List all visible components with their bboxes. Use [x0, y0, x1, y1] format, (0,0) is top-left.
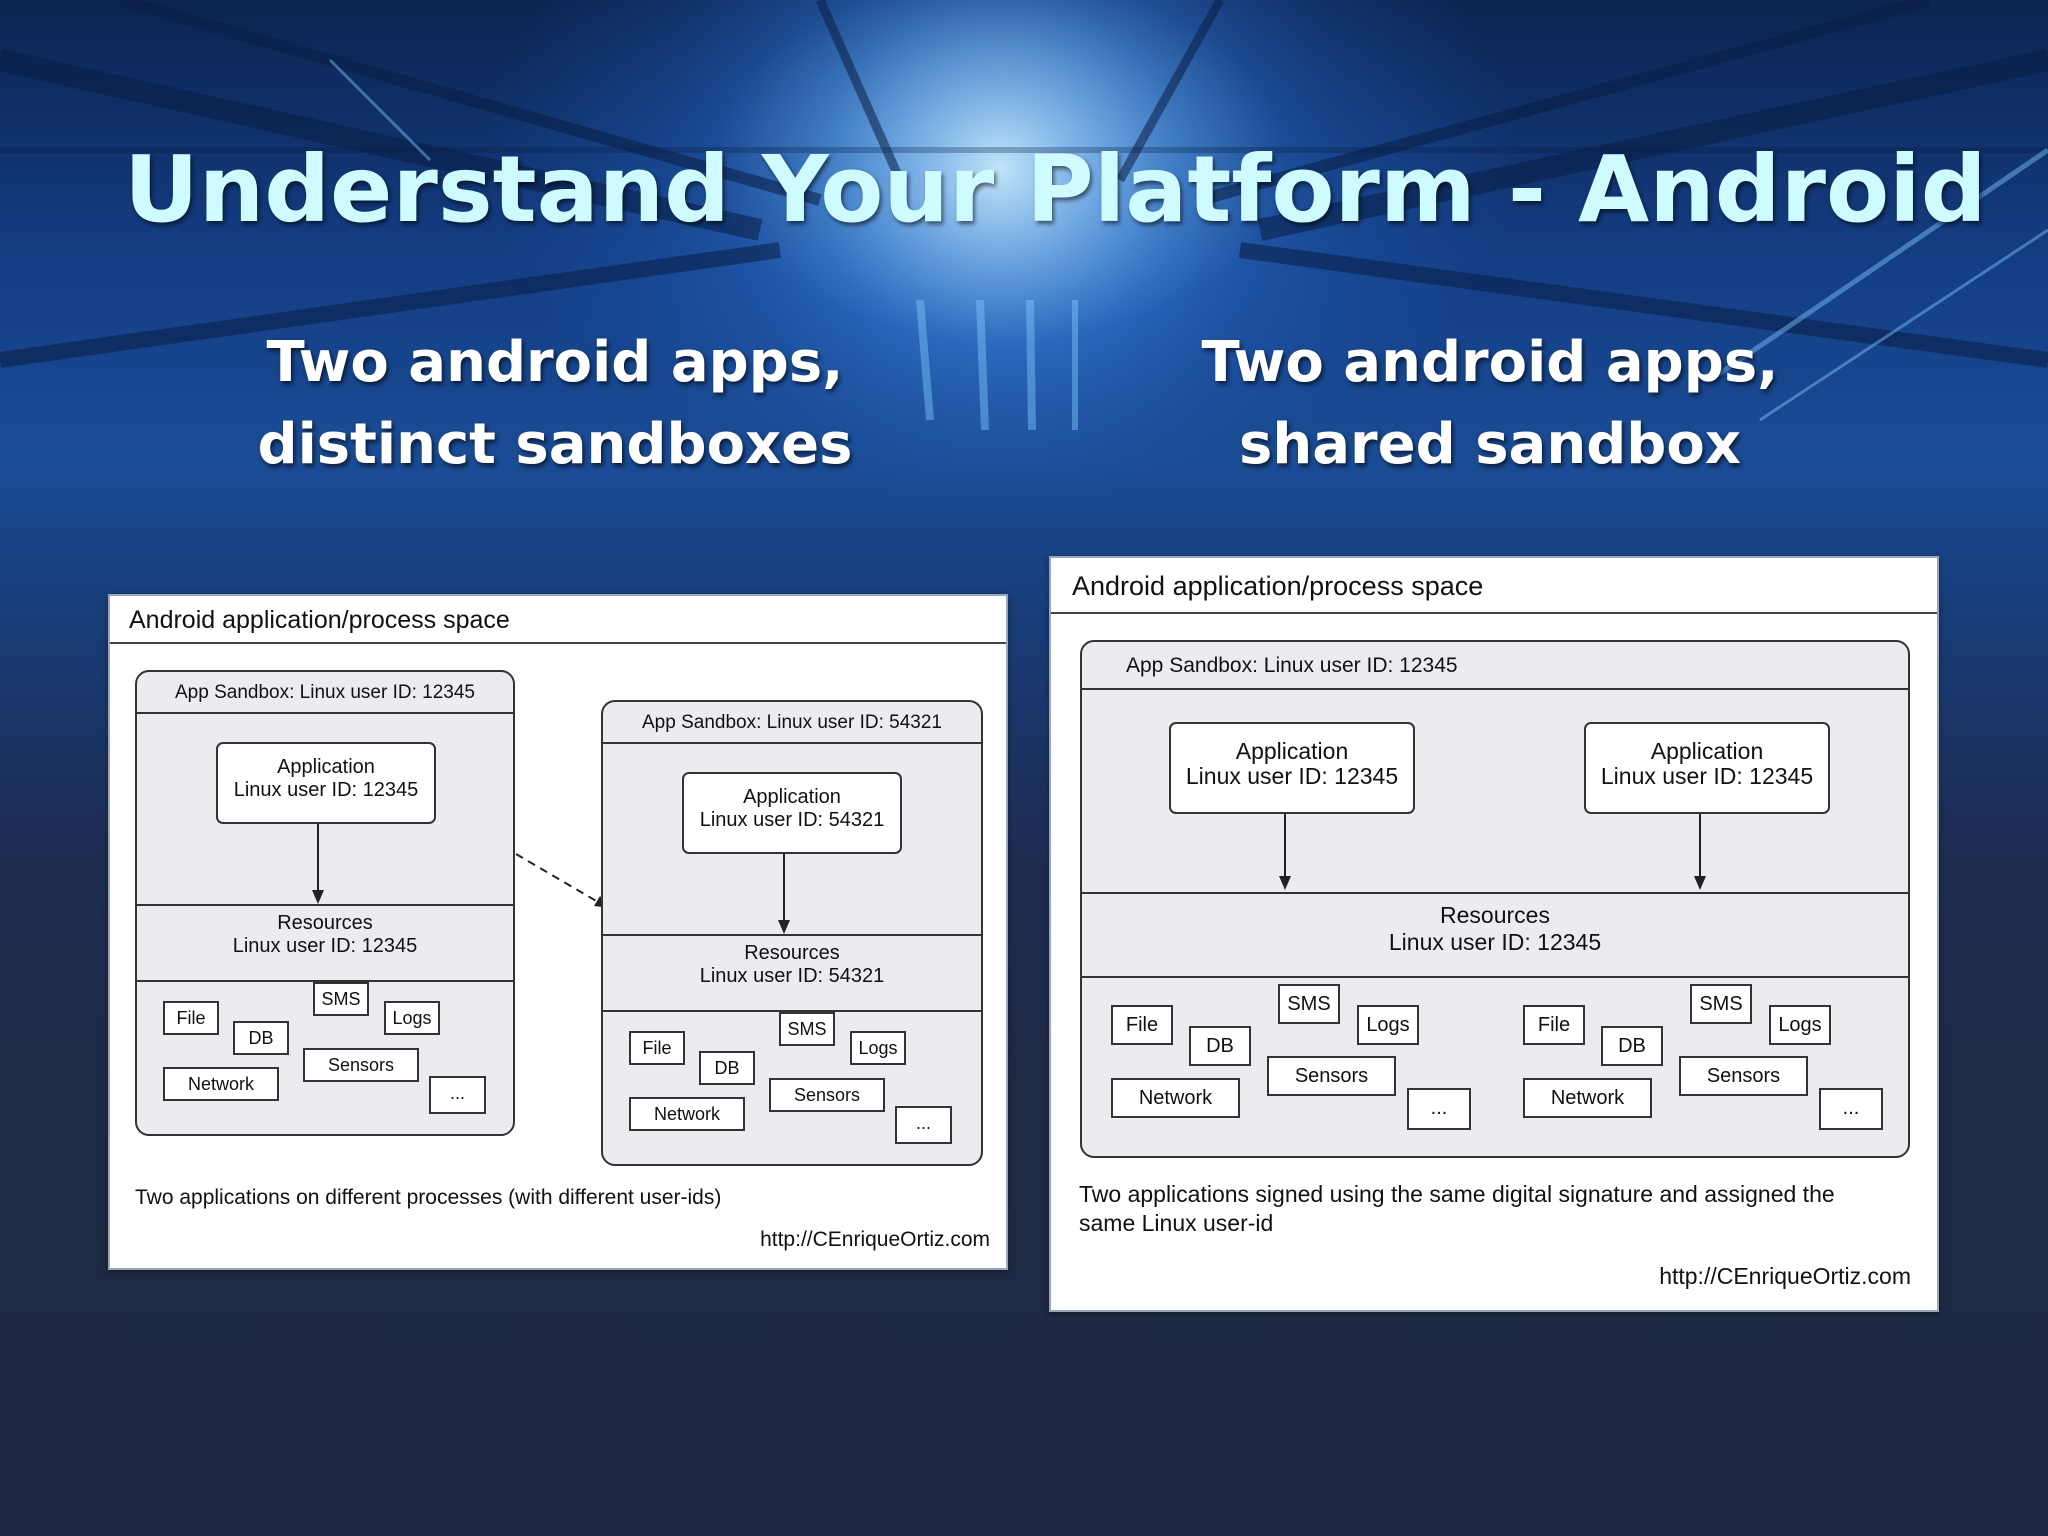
resource-sensors: Sensors [303, 1048, 419, 1082]
process-space-header: Android application/process space [110, 596, 1006, 644]
arrow-head-icon [312, 890, 324, 904]
arrow-line [1699, 814, 1701, 878]
subtitle-shared-sandbox: Two android apps, shared sandbox [1190, 322, 1790, 486]
divider [1082, 892, 1908, 894]
distinct-sandboxes-diagram: Android application/process space App Sa… [108, 594, 1008, 1270]
resource-db: DB [1601, 1026, 1663, 1066]
resource-file: File [163, 1001, 219, 1035]
caption-line: same Linux user-id [1079, 1210, 1274, 1236]
application-uid: Linux user ID: 12345 [233, 779, 419, 801]
divider [137, 904, 513, 906]
application-uid: Linux user ID: 54321 [699, 809, 885, 831]
resources-label: Resources [1440, 902, 1550, 928]
resource-sms: SMS [313, 982, 369, 1016]
sandbox-title-text: App Sandbox: Linux user ID: 12345 [1126, 654, 1458, 677]
application-label: Application [1650, 738, 1764, 764]
resources-uid: Linux user ID: 12345 [1388, 929, 1602, 955]
process-space-header: Android application/process space [1051, 558, 1937, 614]
resource-more: ... [1407, 1088, 1471, 1130]
resource-db: DB [699, 1051, 755, 1085]
arrow-head-icon [778, 920, 790, 934]
resource-file: File [629, 1031, 685, 1065]
arrow-line [317, 824, 319, 892]
application-box: Application Linux user ID: 54321 [682, 772, 902, 854]
resource-sms: SMS [1278, 984, 1340, 1024]
application-uid: Linux user ID: 12345 [1185, 763, 1399, 789]
resource-logs: Logs [1769, 1005, 1831, 1045]
divider [603, 1010, 981, 1012]
shared-sandbox-diagram: Android application/process space App Sa… [1049, 556, 1939, 1312]
dashed-connector-arrow [515, 853, 610, 908]
resource-logs: Logs [1357, 1005, 1419, 1045]
application-uid: Linux user ID: 12345 [1600, 763, 1814, 789]
sandbox-title: App Sandbox: Linux user ID: 12345 [137, 672, 513, 714]
app-sandbox-shared-12345: App Sandbox: Linux user ID: 12345 Applic… [1080, 640, 1910, 1158]
arrow-line [1284, 814, 1286, 878]
resources-section: Resources Linux user ID: 54321 [603, 942, 981, 988]
resource-file: File [1111, 1005, 1173, 1045]
diagram-caption: Two applications on different processes … [135, 1186, 722, 1209]
subtitle-line: Two android apps, [266, 330, 844, 395]
application-label: Application [743, 786, 841, 808]
resource-file: File [1523, 1005, 1585, 1045]
application-box-1: Application Linux user ID: 12345 [1169, 722, 1415, 814]
application-box-2: Application Linux user ID: 12345 [1584, 722, 1830, 814]
resource-logs: Logs [384, 1001, 440, 1035]
resources-section: Resources Linux user ID: 12345 [137, 912, 513, 958]
slide-title: Understand Your Platform - Android [124, 136, 1987, 243]
sandbox-title: App Sandbox: Linux user ID: 54321 [603, 702, 981, 744]
resource-sensors: Sensors [769, 1078, 885, 1112]
application-box: Application Linux user ID: 12345 [216, 742, 436, 824]
arrow-head-icon [1279, 876, 1291, 890]
app-sandbox-54321: App Sandbox: Linux user ID: 54321 Applic… [601, 700, 983, 1166]
arrow-head-icon [1694, 876, 1706, 890]
divider [603, 934, 981, 936]
subtitle-distinct-sandboxes: Two android apps, distinct sandboxes [255, 322, 855, 486]
resource-more: ... [895, 1106, 952, 1144]
resource-logs: Logs [850, 1031, 906, 1065]
resource-sensors: Sensors [1679, 1056, 1808, 1096]
resources-uid: Linux user ID: 54321 [699, 965, 885, 987]
source-url: http://CEnriqueOrtiz.com [760, 1228, 990, 1251]
resource-network: Network [1111, 1078, 1240, 1118]
resources-label: Resources [277, 912, 373, 934]
resource-network: Network [1523, 1078, 1652, 1118]
application-label: Application [277, 756, 375, 778]
subtitle-line: distinct sandboxes [257, 412, 853, 477]
resource-more: ... [1819, 1088, 1883, 1130]
app-sandbox-12345: App Sandbox: Linux user ID: 12345 Applic… [135, 670, 515, 1136]
resources-section: Resources Linux user ID: 12345 [1082, 902, 1908, 956]
resource-sms: SMS [1690, 984, 1752, 1024]
subtitle-line: shared sandbox [1239, 412, 1741, 477]
divider [137, 980, 513, 982]
diagram-caption: Two applications signed using the same d… [1079, 1180, 1835, 1238]
resource-sms: SMS [779, 1012, 835, 1046]
resource-more: ... [429, 1076, 486, 1114]
application-label: Application [1235, 738, 1349, 764]
arrow-line [783, 854, 785, 922]
caption-line: Two applications signed using the same d… [1079, 1181, 1835, 1207]
resource-db: DB [233, 1021, 289, 1055]
divider [1082, 976, 1908, 978]
resource-sensors: Sensors [1267, 1056, 1396, 1096]
resources-label: Resources [744, 942, 840, 964]
sandbox-title: App Sandbox: Linux user ID: 12345 [1082, 642, 1908, 690]
resource-network: Network [163, 1067, 279, 1101]
subtitle-line: Two android apps, [1201, 330, 1779, 395]
resources-uid: Linux user ID: 12345 [232, 935, 418, 957]
resource-network: Network [629, 1097, 745, 1131]
source-url: http://CEnriqueOrtiz.com [1659, 1263, 1911, 1289]
resource-db: DB [1189, 1026, 1251, 1066]
